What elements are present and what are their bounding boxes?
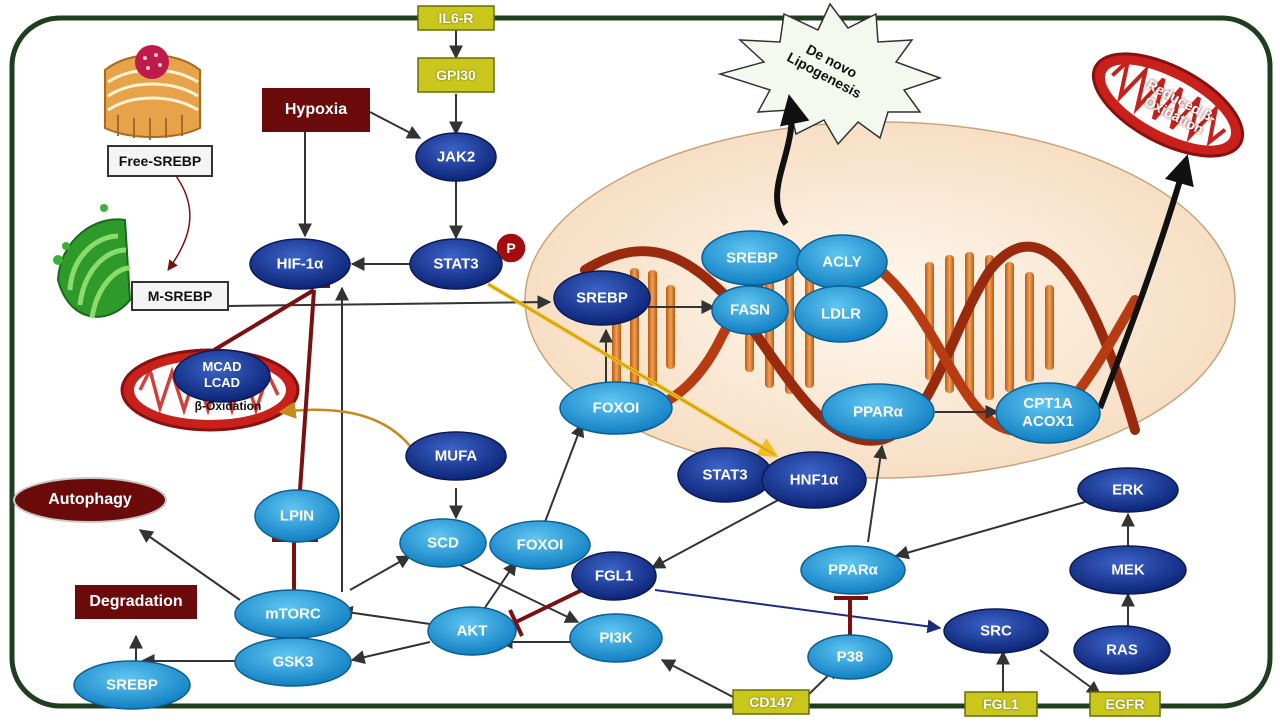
node-foxoi-nucleus: FOXOI	[592, 399, 640, 417]
autophagy-label: Autophagy	[48, 491, 132, 508]
golgi-icon	[104, 45, 201, 140]
lipogenesis-burst	[717, 2, 943, 146]
autophagy-ellipse	[13, 477, 167, 523]
egfr-receptor: EGFR	[1105, 696, 1145, 712]
fgl1-src-arrow	[654, 589, 942, 634]
node-pi3k: PI3K	[599, 629, 633, 647]
plain-boxes	[107, 145, 229, 311]
node-erk: ERK	[1112, 481, 1144, 499]
node-scd: SCD	[427, 534, 459, 552]
endoplasmic-reticulum-icon	[53, 204, 144, 319]
node-hnf1a: HNF1α	[789, 471, 839, 489]
activation-arrows	[129, 28, 1135, 699]
m-srebp-label: M-SREBP	[147, 288, 213, 304]
lipogenesis-arrow	[774, 94, 810, 226]
node-stat3: STAT3	[433, 255, 479, 273]
phosphate-label: P	[506, 240, 516, 256]
light-nodes	[73, 230, 1101, 710]
node-srebp-cyto: SREBP	[106, 676, 158, 694]
hypoxia-box: Hypoxia	[284, 101, 348, 118]
mitochondrion-icon	[1091, 52, 1245, 158]
node-ldlr: LDLR	[821, 305, 861, 323]
node-fgl1: FGL1	[594, 567, 634, 585]
dark-nodes	[173, 132, 1187, 675]
node-cpt1a-acox1: CPT1A ACOX1	[1022, 395, 1074, 430]
node-ppara-cyto: PPARα	[828, 561, 878, 579]
mufa-oxidation-arrow	[278, 401, 411, 447]
node-srebp-nucleus: SREBP	[576, 289, 628, 307]
fgl1-receptor: FGL1	[983, 696, 1019, 712]
srebp-processing-arrow	[167, 175, 191, 271]
node-hif1a: HIF-1α	[276, 255, 324, 273]
node-stat3-nucleus: STAT3	[702, 466, 748, 484]
free-srebp-label: Free-SREBP	[118, 153, 202, 169]
phosphate-badge	[495, 232, 527, 264]
node-mtorc: mTORC	[265, 605, 321, 623]
node-akt: AKT	[456, 622, 488, 640]
cd147-receptor: CD147	[749, 694, 793, 710]
node-ppara-nucleus: PPARα	[853, 403, 903, 421]
node-ras: RAS	[1106, 641, 1138, 659]
il6r-receptor: IL6-R	[438, 10, 474, 26]
node-mcad-lcad: MCAD LCAD	[202, 359, 242, 390]
node-lpin: LPIN	[279, 507, 315, 525]
node-mek: MEK	[1111, 561, 1145, 579]
gpi30-receptor: GPI30	[436, 67, 476, 83]
node-mufa: MUFA	[434, 447, 478, 465]
degradation-label: Degradation	[89, 593, 183, 610]
node-srebp-top: SREBP	[726, 249, 778, 267]
node-acly: ACLY	[822, 253, 862, 271]
beta-oxidation-label: β-Oxidation	[194, 399, 262, 413]
node-foxoi-cyto: FOXOI	[516, 536, 564, 554]
node-fasn: FASN	[729, 301, 771, 319]
red-boxes	[75, 88, 370, 619]
oxidation-arrow	[1097, 154, 1194, 410]
node-jak2: JAK2	[436, 148, 476, 166]
node-src: SRC	[980, 622, 1012, 640]
node-gsk3: GSK3	[272, 653, 314, 671]
receptor-boxes	[417, 5, 1161, 717]
node-p38: P38	[836, 648, 864, 666]
